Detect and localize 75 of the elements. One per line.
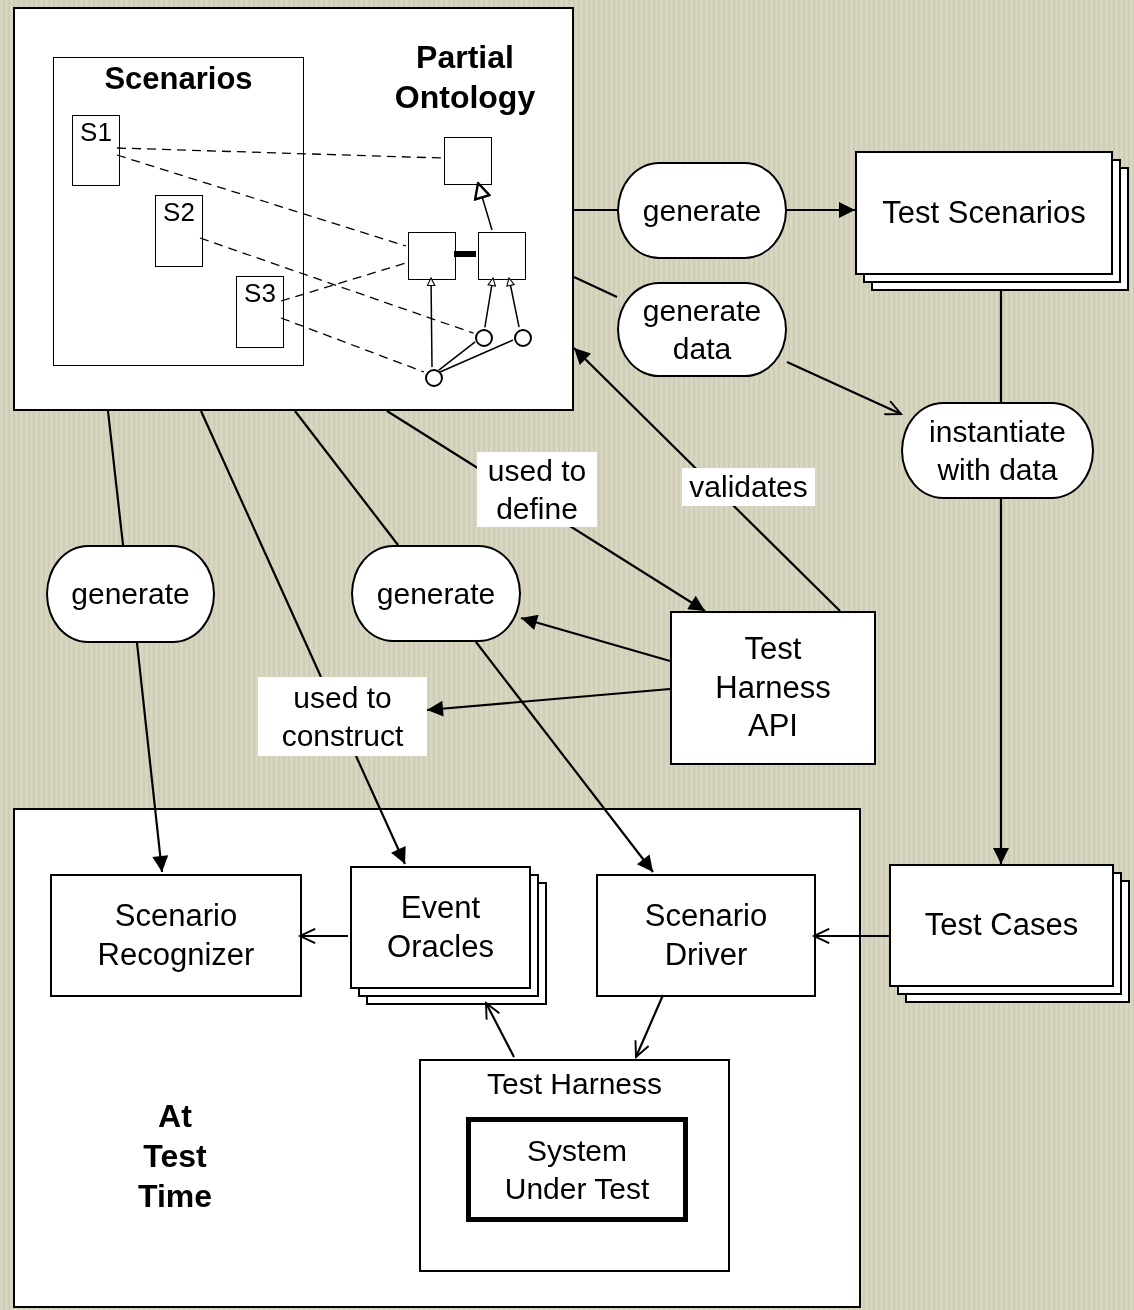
process-box	[50, 874, 302, 997]
dashed-line	[280, 317, 425, 373]
stacked-documents	[350, 866, 547, 1005]
edge-label: used to define	[477, 452, 597, 527]
connector-line	[574, 208, 617, 212]
scenarios-box	[53, 57, 304, 366]
label-patch	[258, 677, 427, 756]
node-label: Test Harness API	[714, 629, 832, 746]
node-label: System Under Test	[503, 1133, 651, 1207]
connector-line	[200, 410, 322, 678]
arrow	[426, 277, 436, 368]
group-title: At Test Time	[136, 1097, 214, 1216]
connector-line	[454, 251, 476, 257]
diagram-panel	[13, 808, 861, 1308]
process-box	[670, 611, 876, 765]
arrow	[355, 755, 406, 865]
connector-line	[106, 410, 125, 546]
connector-line	[438, 341, 476, 371]
node-label: Scenario Driver	[643, 896, 769, 974]
instance-circle	[475, 329, 493, 347]
node-label: Scenario Recognizer	[96, 896, 256, 974]
scenario-box	[72, 115, 120, 186]
connector-line	[573, 276, 618, 298]
system-box	[466, 1117, 688, 1222]
group-title: Partial Ontology	[393, 38, 537, 117]
arrow	[485, 1002, 515, 1058]
edge-label: validates	[682, 468, 815, 506]
node-label: generate	[376, 575, 496, 612]
diagram-panel	[13, 7, 574, 411]
arrow	[484, 277, 496, 329]
arrow	[426, 687, 671, 717]
arrow	[993, 499, 1009, 864]
instance-circle	[425, 369, 443, 387]
node-label: Event Oracles	[386, 888, 495, 966]
class-box	[408, 232, 456, 280]
arrow	[135, 642, 169, 873]
arrow	[520, 614, 671, 663]
stacked-documents	[889, 864, 1130, 1003]
node-label: generate data	[641, 293, 763, 367]
node-label: instantiate with data	[928, 414, 1067, 488]
node-label: S2	[163, 196, 195, 229]
arrow	[473, 181, 493, 231]
arrow	[813, 927, 889, 945]
arrow	[506, 277, 520, 328]
dashed-line	[116, 154, 407, 247]
connector-line	[294, 410, 399, 546]
scenario-box	[236, 276, 284, 348]
node-label: Test Scenarios	[882, 193, 1086, 232]
arrow	[386, 410, 706, 612]
group-title: Test Harness	[486, 1066, 663, 1102]
dashed-line	[116, 147, 443, 159]
node-label: generate	[642, 192, 762, 229]
node-label: used to construct	[280, 680, 405, 754]
node-label: S1	[80, 116, 112, 149]
arrow	[787, 202, 855, 218]
group-title: Scenarios	[104, 60, 253, 98]
connector-line	[999, 291, 1003, 402]
node-label: generate	[71, 576, 190, 613]
stacked-documents	[855, 151, 1129, 291]
dashed-line	[280, 262, 407, 302]
instance-circle	[514, 329, 532, 347]
node-label: Test Cases	[924, 906, 1079, 945]
connector-line	[439, 339, 514, 373]
arrow	[573, 347, 841, 612]
harness-box	[419, 1059, 730, 1272]
process-box	[596, 874, 816, 997]
arrow	[786, 361, 902, 416]
arrow	[634, 994, 664, 1058]
class-box	[444, 137, 492, 185]
scenario-box	[155, 195, 203, 267]
dashed-line	[199, 237, 475, 334]
class-box	[478, 232, 526, 280]
node-label: S3	[244, 277, 276, 310]
arrow	[299, 927, 348, 945]
arrow	[475, 641, 654, 873]
